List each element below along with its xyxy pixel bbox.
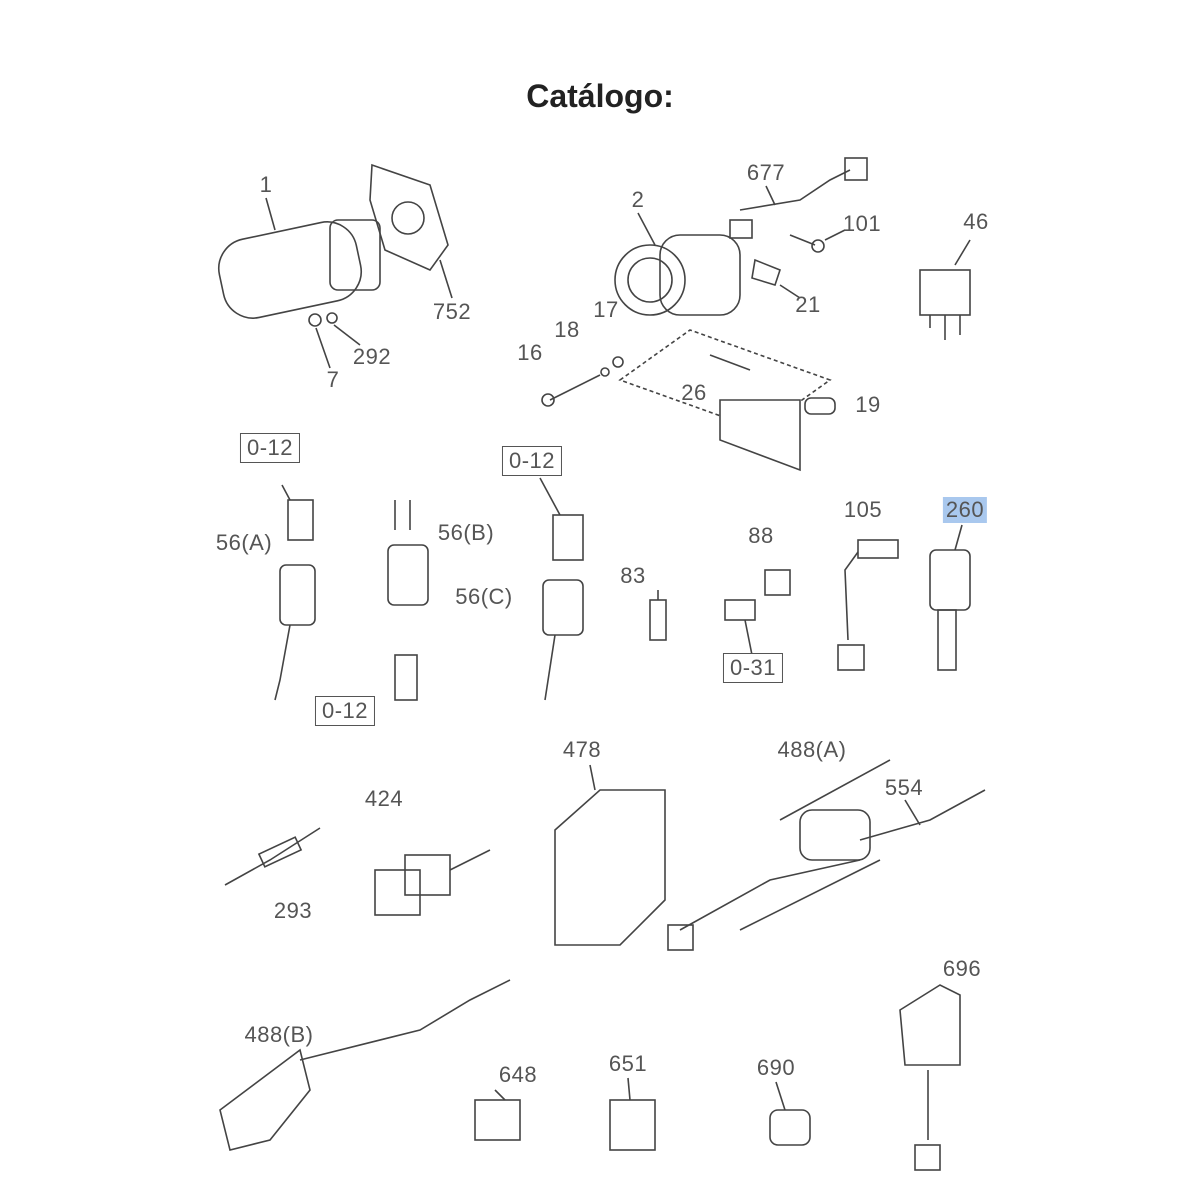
ref-label-0-31[interactable]: 0-31 <box>722 653 784 683</box>
gasket-part-752[interactable] <box>369 163 453 299</box>
part-label-554[interactable]: 554 <box>884 775 924 800</box>
ecu-part-478[interactable] <box>554 764 666 946</box>
part-label-7[interactable]: 7 <box>326 367 340 392</box>
ref-label-0-12[interactable]: 0-12 <box>501 446 563 476</box>
part-label-46[interactable]: 46 <box>963 209 989 234</box>
part-label-696[interactable]: 696 <box>942 956 982 981</box>
sensor-part-83[interactable] <box>649 590 667 641</box>
actuator-part-424[interactable] <box>374 849 491 916</box>
rod-part-293[interactable] <box>224 827 321 886</box>
bolt-part-101[interactable] <box>789 229 846 253</box>
cable-part-554[interactable] <box>859 789 986 841</box>
sensor-part-88[interactable] <box>724 569 791 656</box>
part-label-19[interactable]: 19 <box>855 392 881 417</box>
part-label-18[interactable]: 18 <box>554 317 580 342</box>
connector-part-651[interactable] <box>609 1077 656 1151</box>
part-label-21[interactable]: 21 <box>795 292 821 317</box>
part-label-56a[interactable]: 56(A) <box>215 530 273 555</box>
sensor-part-56b[interactable] <box>387 500 429 701</box>
part-label-677[interactable]: 677 <box>746 160 786 185</box>
bracket-parts-19-26[interactable] <box>618 329 836 472</box>
part-label-17[interactable]: 17 <box>593 297 619 322</box>
page-title: Catálogo: <box>526 78 674 114</box>
part-label-26[interactable]: 26 <box>681 380 707 405</box>
part-label-16[interactable]: 16 <box>517 340 543 365</box>
sensor-part-56a[interactable] <box>274 484 316 701</box>
nut-washer-parts-7-292[interactable] <box>308 312 361 369</box>
part-label-2[interactable]: 2 <box>631 187 645 212</box>
ref-label-0-12[interactable]: 0-12 <box>239 433 301 463</box>
sensor-part-56c[interactable] <box>539 477 584 701</box>
relay-part-648[interactable] <box>474 1089 521 1141</box>
ref-label-0-12[interactable]: 0-12 <box>314 696 376 726</box>
bolt-washer-parts-16-17-18[interactable] <box>541 356 624 407</box>
part-label-293[interactable]: 293 <box>273 898 313 923</box>
part-label-488a[interactable]: 488(A) <box>777 737 847 762</box>
part-label-101[interactable]: 101 <box>842 211 882 236</box>
part-label-83[interactable]: 83 <box>620 563 646 588</box>
part-label-478[interactable]: 478 <box>562 737 602 762</box>
harness-part-677[interactable] <box>729 157 868 239</box>
part-label-88[interactable]: 88 <box>748 523 774 548</box>
starter-motor-part-1[interactable] <box>213 197 381 324</box>
connector-part-690[interactable] <box>769 1081 811 1146</box>
sensor-part-260[interactable] <box>929 524 971 671</box>
part-label-105[interactable]: 105 <box>843 497 883 522</box>
part-label-424[interactable]: 424 <box>364 786 404 811</box>
part-label-488b[interactable]: 488(B) <box>244 1022 314 1047</box>
part-label-651[interactable]: 651 <box>608 1051 648 1076</box>
part-label-260-highlighted[interactable]: 260 <box>942 497 988 523</box>
part-label-56b[interactable]: 56(B) <box>437 520 495 545</box>
part-label-648[interactable]: 648 <box>498 1062 538 1087</box>
alternator-part-2[interactable] <box>614 212 741 316</box>
bracket-part-21[interactable] <box>751 258 801 299</box>
actuator-part-488b[interactable] <box>219 979 511 1151</box>
relay-part-46[interactable] <box>919 239 971 340</box>
part-label-56c[interactable]: 56(C) <box>455 584 513 609</box>
actuator-part-488a[interactable] <box>667 759 891 951</box>
sensor-part-696[interactable] <box>899 984 961 1171</box>
part-label-1[interactable]: 1 <box>259 172 273 197</box>
part-label-690[interactable]: 690 <box>756 1055 796 1080</box>
sensor-part-105[interactable] <box>837 539 899 671</box>
part-label-752[interactable]: 752 <box>432 299 472 324</box>
part-label-292[interactable]: 292 <box>352 344 392 369</box>
